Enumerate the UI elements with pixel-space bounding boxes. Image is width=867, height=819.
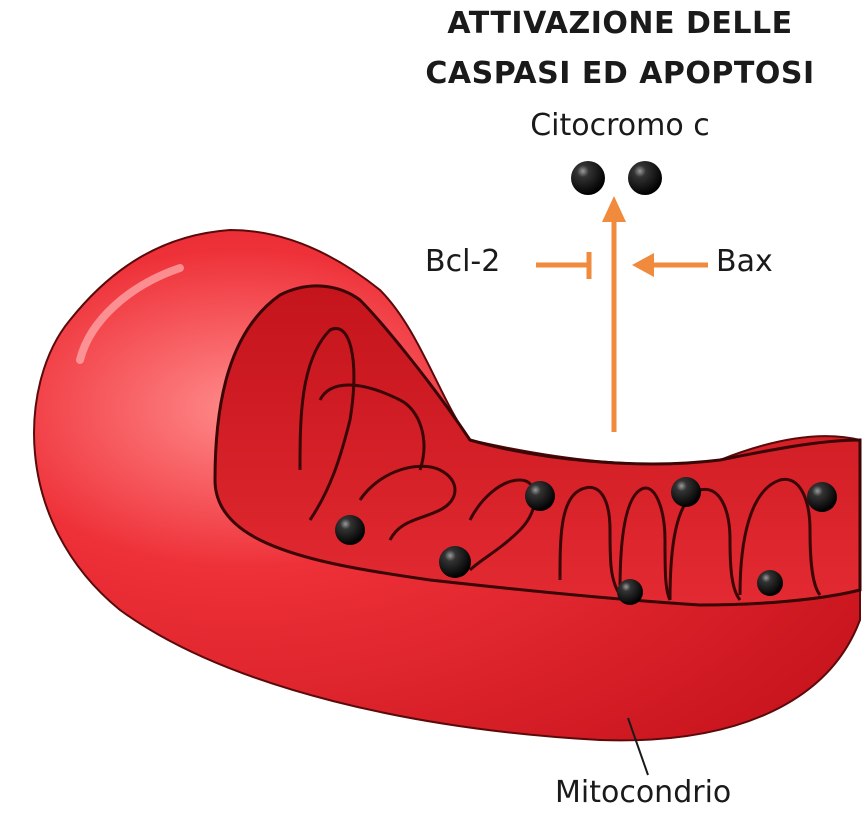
cytochrome-label: Citocromo c bbox=[400, 108, 840, 143]
title-line-1: ATTIVAZIONE DELLE bbox=[400, 6, 840, 41]
release-arrow-head bbox=[602, 196, 626, 222]
bax-label: Bax bbox=[716, 244, 773, 279]
bax-arrow-head bbox=[632, 253, 654, 277]
title-line-2: CASPASI ED APOPTOSI bbox=[400, 56, 840, 91]
cytochrome-c-released bbox=[571, 161, 662, 195]
mitocondrio-label: Mitocondrio bbox=[555, 775, 731, 810]
bcl2-label: Bcl-2 bbox=[425, 244, 500, 279]
